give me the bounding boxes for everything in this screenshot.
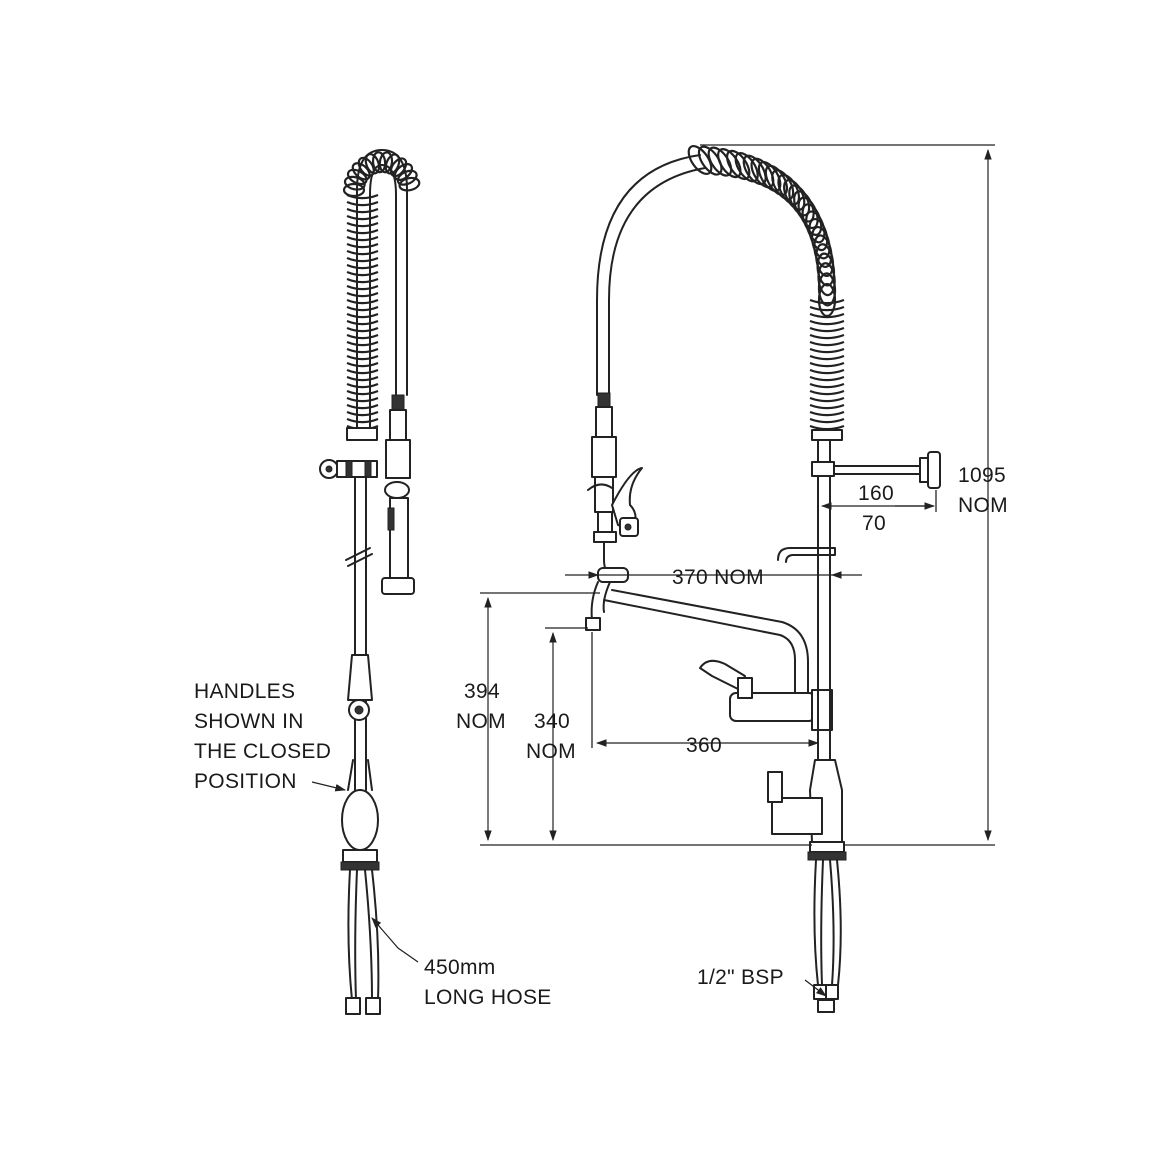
front-coil-spring [687, 145, 845, 431]
side-coil-spring [342, 151, 421, 431]
side-view-icon [319, 149, 421, 1015]
dim-spout-clearance-nom: NOM [526, 740, 576, 763]
dimension-lines [480, 144, 995, 846]
front-view-icon [585, 145, 941, 1013]
handles-note-line-4: POSITION [194, 770, 297, 793]
bsp-note: 1/2" BSP [697, 966, 784, 989]
dim-spout-height-value: 394 [464, 680, 500, 703]
handles-note-line-3: THE CLOSED [194, 740, 331, 763]
dim-arm-reach: 370 NOM [672, 566, 764, 589]
handles-note-line-1: HANDLES [194, 680, 295, 703]
dim-bracket-inner: 70 [862, 512, 886, 535]
dim-spout-reach: 360 [686, 734, 722, 757]
annotation-labels: HANDLES SHOWN IN THE CLOSED POSITION 450… [194, 464, 1008, 1009]
handles-note-line-2: SHOWN IN [194, 710, 304, 733]
dim-bracket-outer: 160 [858, 482, 894, 505]
dim-overall-height-nom: NOM [958, 494, 1008, 517]
hose-note-line-2: LONG HOSE [424, 986, 552, 1009]
dim-spout-height-nom: NOM [456, 710, 506, 733]
leader-lines [311, 781, 827, 997]
dim-overall-height-value: 1095 [958, 464, 1006, 487]
hose-note-line-1: 450mm [424, 956, 496, 979]
dim-spout-clearance-value: 340 [534, 710, 570, 733]
